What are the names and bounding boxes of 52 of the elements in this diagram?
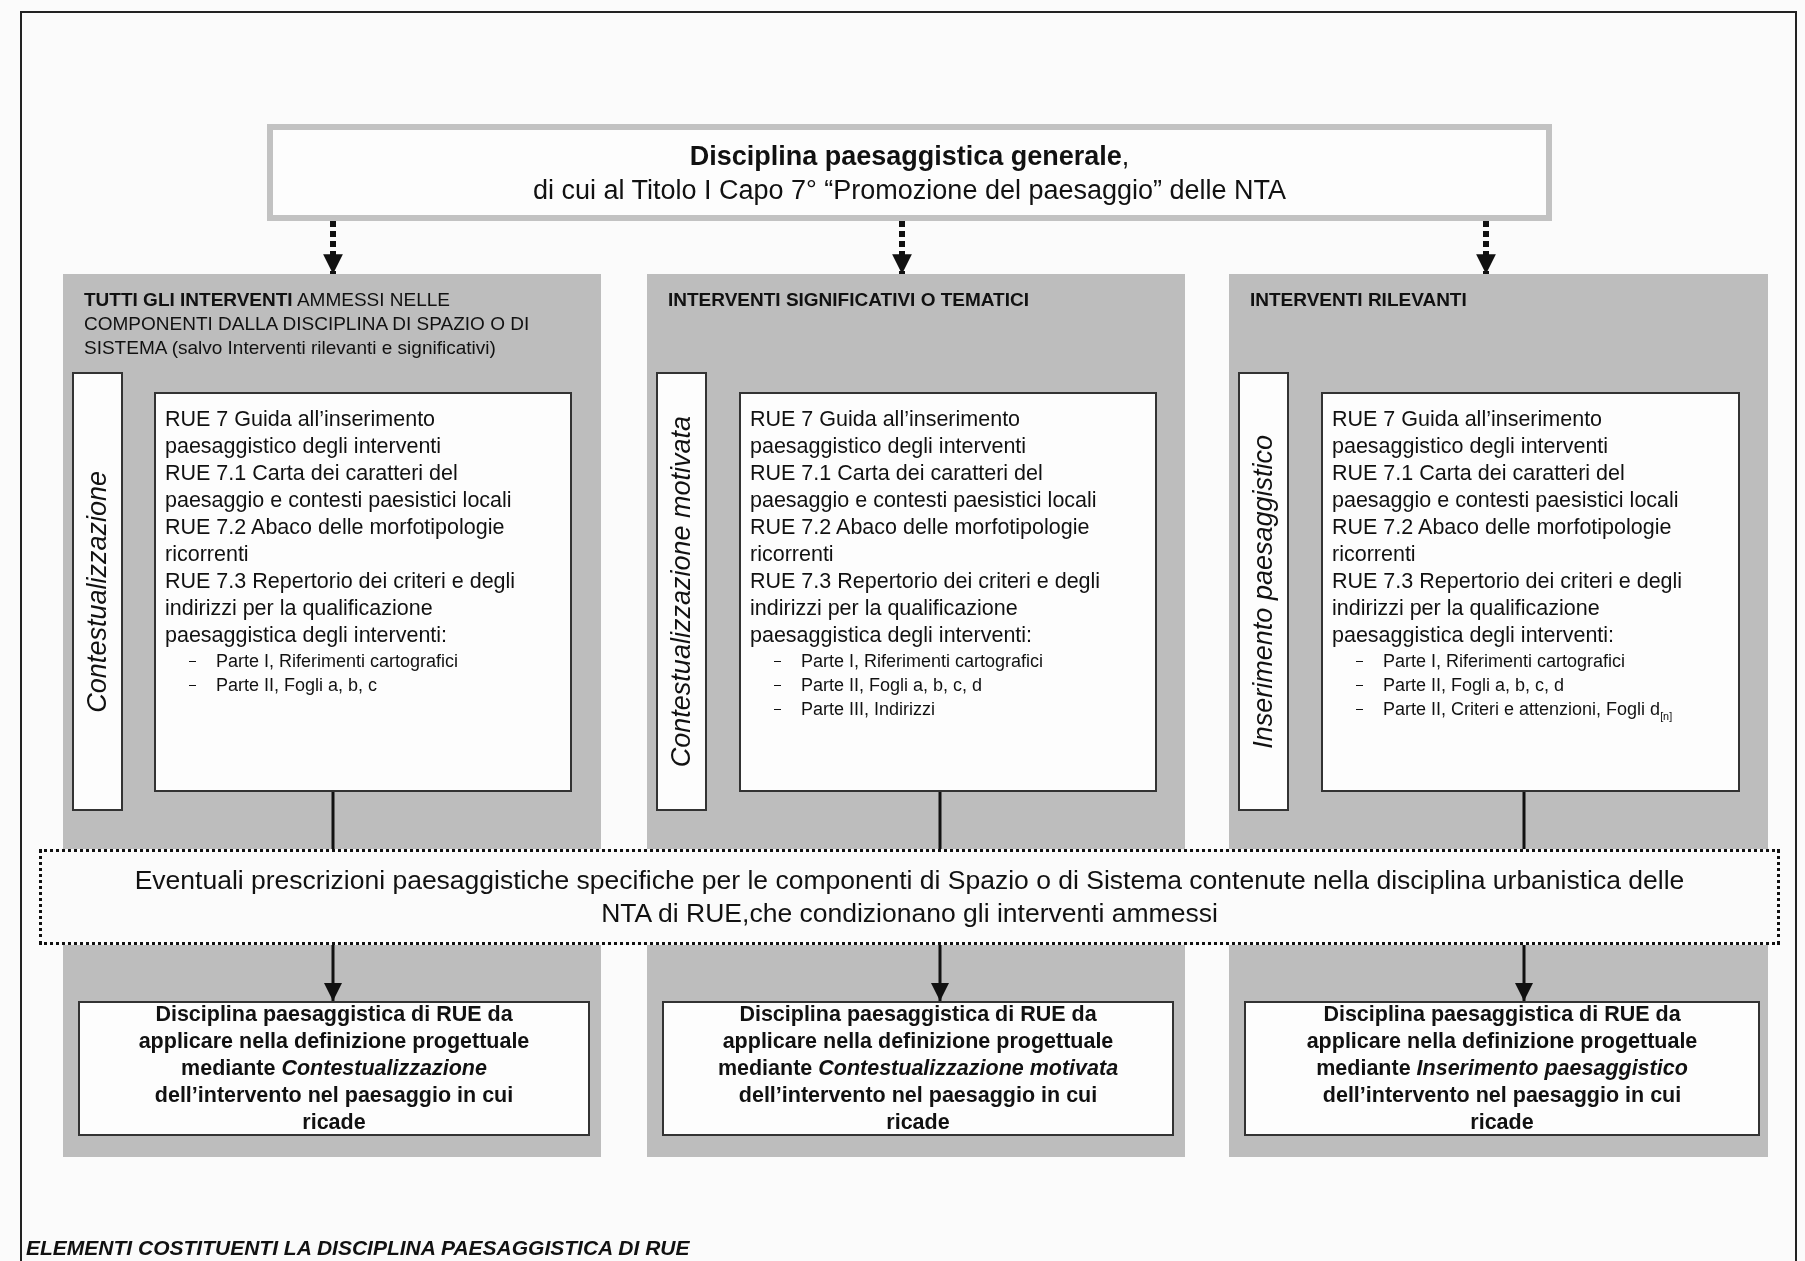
vertical-label-box [656, 372, 707, 811]
title-text: di cui al Titolo I Capo 7° “Promozione del paesaggio” delle NTA [532, 173, 1287, 207]
reference-text: RUE 7.1 Carta dei caratteri del paesaggio e contesti paesistici locali [750, 460, 1098, 514]
prescription-band [39, 849, 1780, 945]
arrow [1515, 945, 1533, 1001]
arrow [323, 221, 343, 274]
outcome-box [78, 1001, 590, 1136]
reference-text: RUE 7 Guida all’inserimento paesaggistico degli interventi [165, 406, 443, 460]
arrow [1476, 221, 1496, 274]
panel-heading: TUTTI GLI INTERVENTI AMMESSI NELLE COMPONENTI DALLA DISCIPLINA DI SPAZIO O DI SISTEMA (salvo Interventi rilevanti e significativi) [84, 288, 531, 360]
reference-text: RUE 7.1 Carta dei caratteri del paesaggio e contesti paesistici locali [1332, 460, 1680, 514]
outcome-box [662, 1001, 1174, 1136]
reference-text: RUE 7.3 Repertorio dei criteri e degli indirizzi per la qualificazione paesaggistica degli interventi: [750, 568, 1102, 649]
reference-box [739, 392, 1157, 792]
reference-text: RUE 7.3 Repertorio dei criteri e degli indirizzi per la qualificazione paesaggistica degli interventi: [1332, 568, 1684, 649]
list-item-text: Parte II, Fogli a, b, c, d [801, 675, 983, 695]
list-item-text: Parte II, Fogli a, b, c [216, 675, 378, 695]
vertical-label: Inserimento paesaggistico [1248, 434, 1279, 749]
vertical-label: Contestualizzazione motivata [666, 415, 697, 768]
list-item-text: Parte II, Fogli a, b, c, d [1383, 675, 1565, 695]
reference-box [154, 392, 572, 792]
arrow [931, 945, 949, 1001]
title-box [267, 124, 1552, 221]
panel-heading: INTERVENTI RILEVANTI [1250, 288, 1468, 312]
caption: ELEMENTI COSTITUENTI LA DISCIPLINA PAESAGGISTICA DI RUE [26, 1236, 690, 1260]
box-text: Disciplina paesaggistica di RUE da applicare nella definizione progettuale mediante Inserimento paesaggistico dell’intervento nel paesaggio in cui ricade [1305, 1001, 1699, 1136]
arrow [892, 221, 912, 274]
list-item-text: Parte I, Riferimenti cartografici [801, 651, 1044, 671]
reference-text: RUE 7 Guida all’inserimento paesaggistico degli interventi [1332, 406, 1610, 460]
reference-text: RUE 7.2 Abaco delle morfotipologie ricorrenti [1332, 514, 1673, 568]
connector-line [938, 792, 942, 849]
reference-text: RUE 7.3 Repertorio dei criteri e degli indirizzi per la qualificazione paesaggistica degli interventi: [165, 568, 517, 649]
reference-text: RUE 7 Guida all’inserimento paesaggistico degli interventi [750, 406, 1028, 460]
list-item-text: Parte I, Riferimenti cartografici [216, 651, 459, 671]
box-text: Disciplina paesaggistica di RUE da applicare nella definizione progettuale mediante Contestualizzazione motivata dell’intervento nel paesaggio in cui ricade [716, 1001, 1120, 1136]
list-item-text: Parte I, Riferimenti cartografici [1383, 651, 1626, 671]
connector-line [331, 792, 335, 849]
title-text: Disciplina paesaggistica generale, [689, 139, 1130, 173]
list-item-text: Parte III, Indirizzi [801, 699, 936, 719]
box-text: Disciplina paesaggistica di RUE da applicare nella definizione progettuale mediante Contestualizzazione dell’intervento nel paesaggio in cui ricade [137, 1001, 531, 1136]
reference-text: RUE 7.2 Abaco delle morfotipologie ricorrenti [750, 514, 1091, 568]
vertical-label: Contestualizzazione [82, 470, 113, 713]
arrow [324, 945, 342, 1001]
connector-line [1522, 792, 1526, 849]
reference-box [1321, 392, 1740, 792]
panel-heading: INTERVENTI SIGNIFICATIVI O TEMATICI [668, 288, 1030, 312]
vertical-label-box [72, 372, 123, 811]
reference-text: RUE 7.1 Carta dei caratteri del paesaggio e contesti paesistici locali [165, 460, 513, 514]
reference-text: RUE 7.2 Abaco delle morfotipologie ricorrenti [165, 514, 506, 568]
vertical-label-box [1238, 372, 1289, 811]
box-text: Eventuali prescrizioni paesaggistiche specifiche per le componenti di Spazio o di Sistema contenute nella disciplina urbanistica delle NTA di RUE,che condizionano gli interventi ammessi [133, 864, 1686, 930]
outcome-box [1244, 1001, 1760, 1136]
